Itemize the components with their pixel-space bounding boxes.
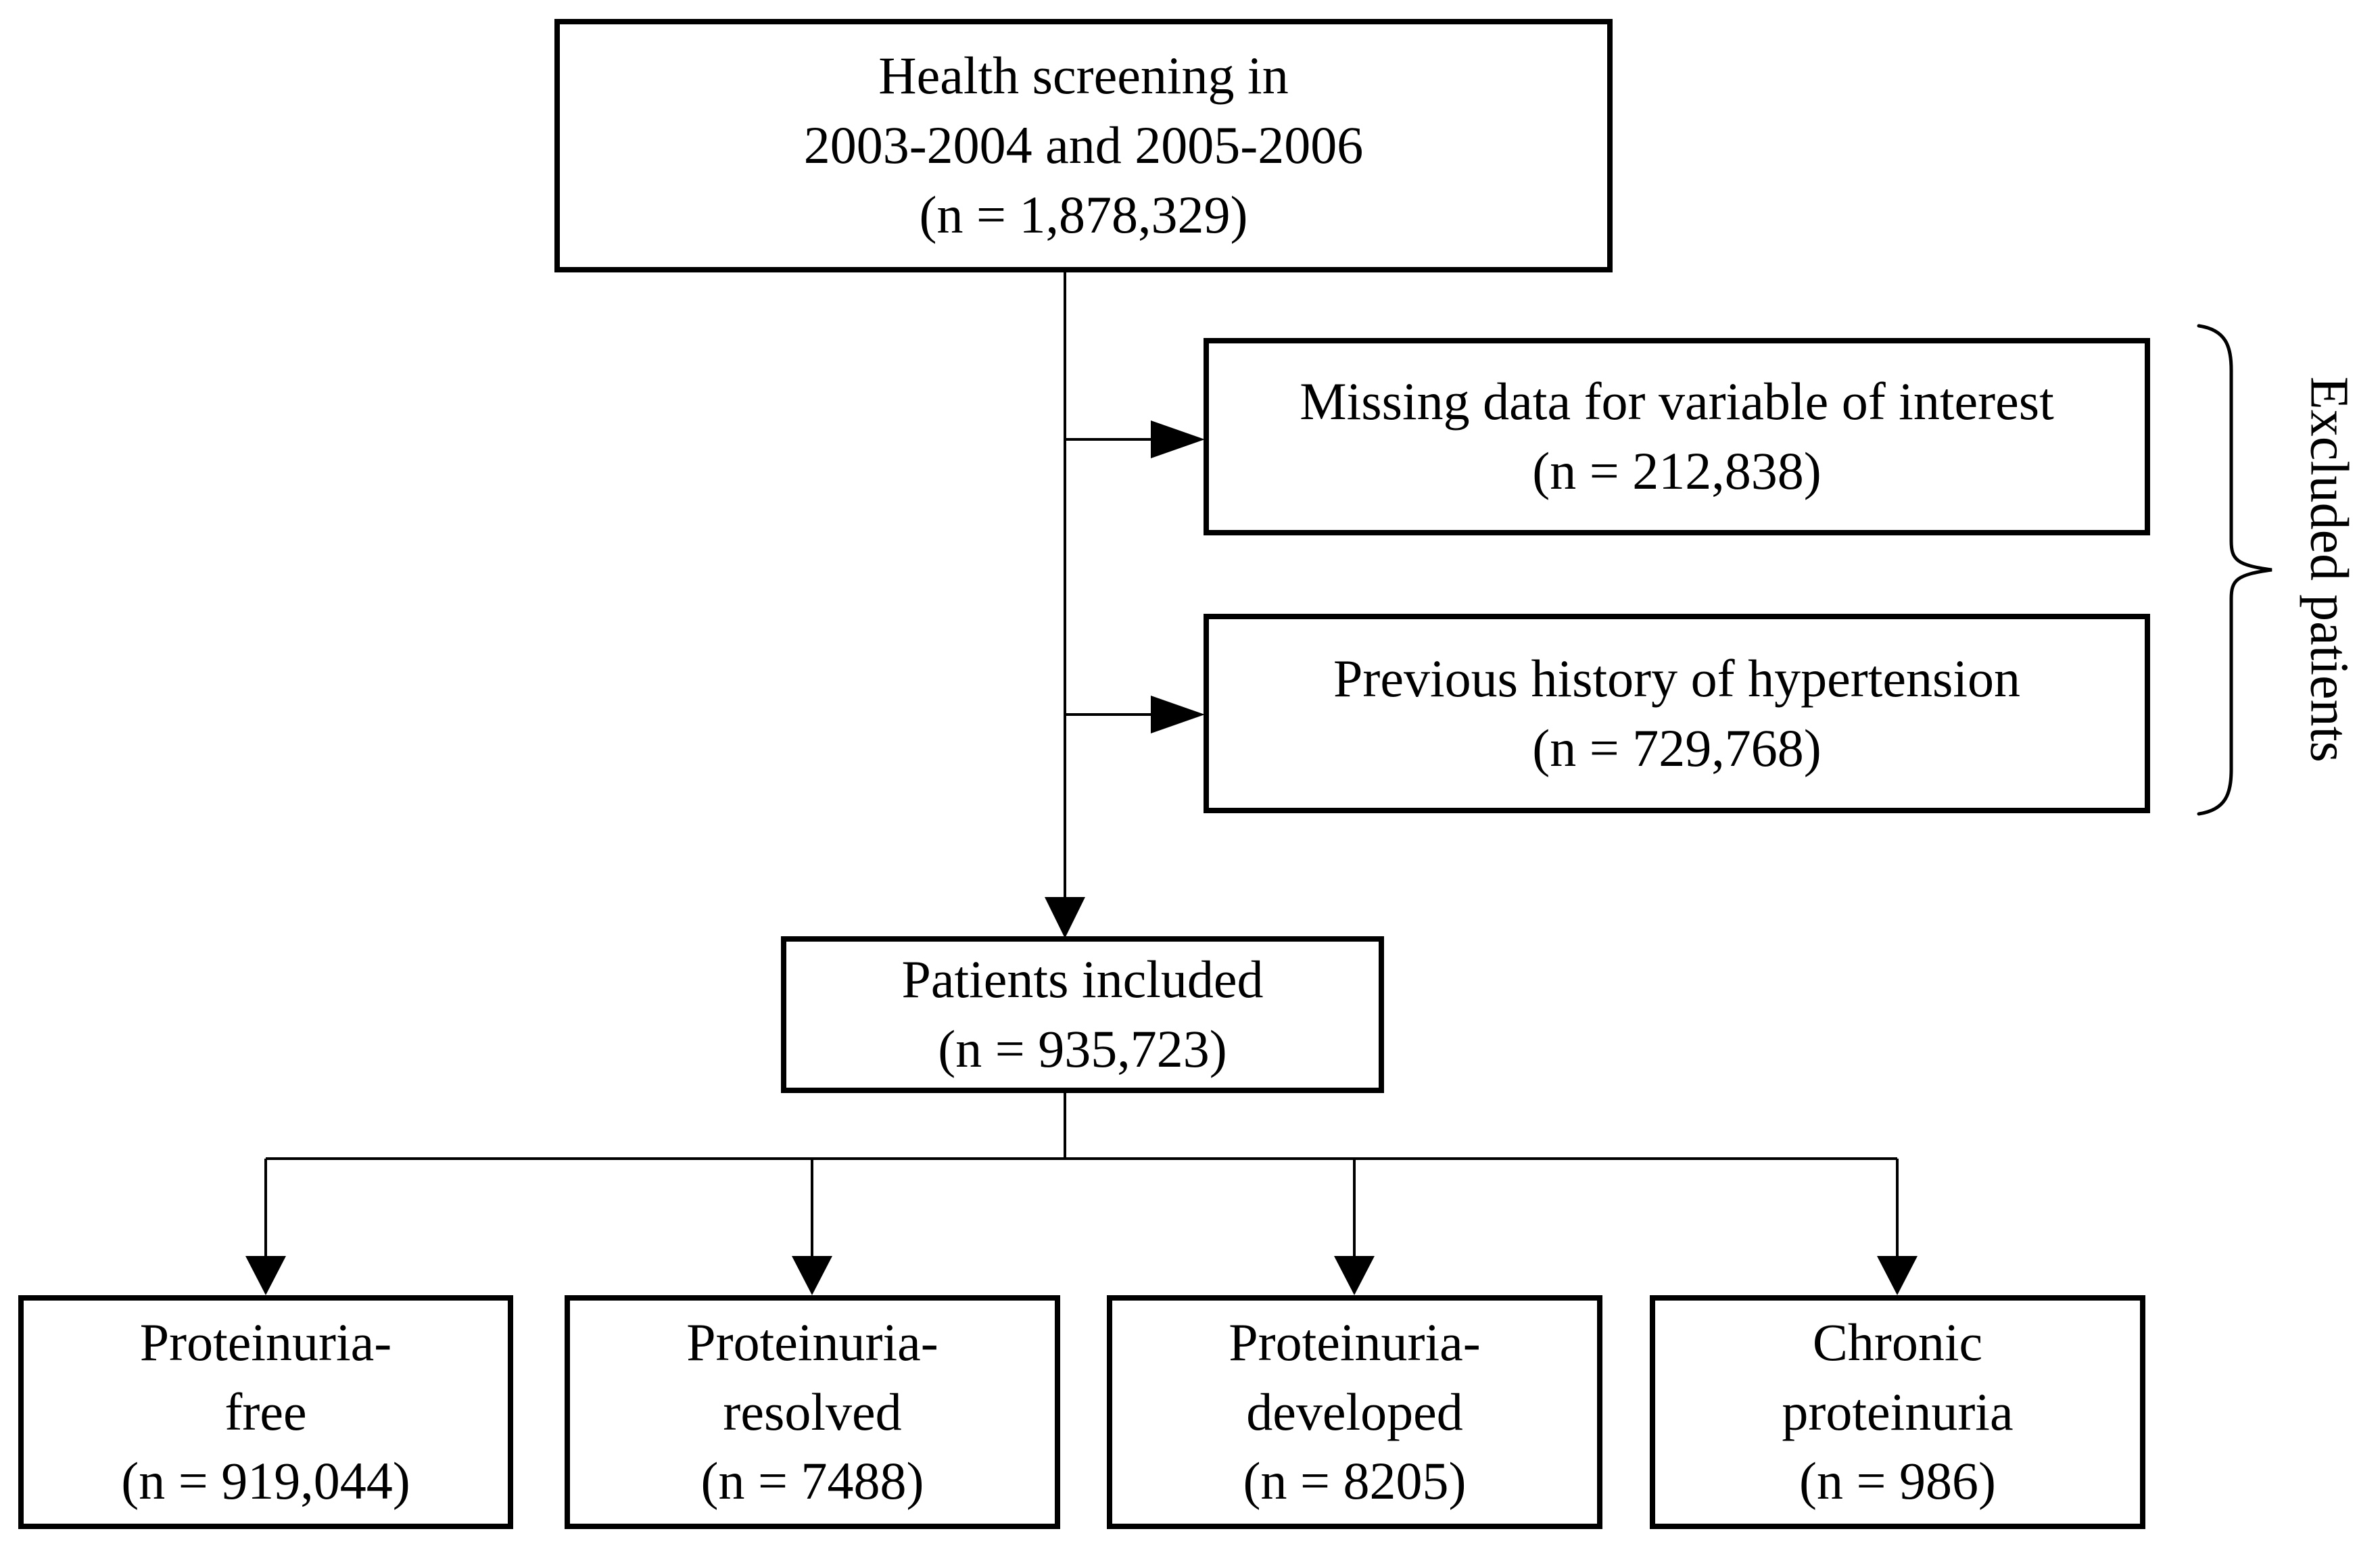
node-chronic-proteinuria-count: (n = 986): [1799, 1451, 1996, 1511]
node-proteinuria-free-line: free: [224, 1382, 307, 1441]
node-missing-data-line: Missing data for variable of interest: [1300, 372, 2054, 431]
node-proteinuria-resolved-line: Proteinuria-: [686, 1312, 938, 1372]
node-health-screening: Health screening in 2003-2004 and 2005-2…: [554, 19, 1613, 272]
arrowhead-right-missing-icon: [1151, 420, 1205, 458]
curly-brace-icon: [2197, 324, 2272, 816]
node-hypertension-history: Previous history of hypertension (n = 72…: [1204, 614, 2150, 813]
node-hypertension-history-count: (n = 729,768): [1532, 718, 1822, 777]
arrowhead-down-resolved-icon: [792, 1256, 832, 1295]
node-chronic-proteinuria-line: proteinuria: [1782, 1382, 2014, 1441]
node-missing-data-count: (n = 212,838): [1532, 441, 1822, 500]
node-proteinuria-resolved: Proteinuria- resolved (n = 7488): [565, 1295, 1060, 1529]
node-proteinuria-resolved-line: resolved: [723, 1382, 902, 1441]
node-hypertension-history-line: Previous history of hypertension: [1333, 648, 2021, 708]
node-patients-included: Patients included (n = 935,723): [781, 936, 1384, 1093]
node-proteinuria-free: Proteinuria- free (n = 919,044): [18, 1295, 513, 1529]
node-patients-included-line: Patients included: [901, 950, 1264, 1009]
arrowhead-down-chronic-icon: [1877, 1256, 1918, 1295]
arrowhead-down-free-icon: [245, 1256, 286, 1295]
node-proteinuria-developed: Proteinuria- developed (n = 8205): [1107, 1295, 1602, 1529]
arrowhead-down-included-icon: [1045, 897, 1085, 938]
node-proteinuria-free-line: Proteinuria-: [139, 1312, 392, 1372]
node-chronic-proteinuria: Chronic proteinuria (n = 986): [1650, 1295, 2145, 1529]
node-proteinuria-developed-count: (n = 8205): [1243, 1451, 1467, 1511]
arrowhead-down-developed-icon: [1334, 1256, 1375, 1295]
node-patients-included-count: (n = 935,723): [938, 1019, 1227, 1078]
node-health-screening-count: (n = 1,878,329): [919, 185, 1248, 244]
node-chronic-proteinuria-line: Chronic: [1812, 1312, 1983, 1372]
node-health-screening-line: Health screening in: [878, 46, 1289, 105]
node-proteinuria-resolved-count: (n = 7488): [700, 1451, 924, 1511]
node-missing-data: Missing data for variable of interest (n…: [1204, 338, 2150, 535]
arrowhead-right-hypertension-icon: [1151, 696, 1205, 733]
node-health-screening-line: 2003-2004 and 2005-2006: [803, 116, 1364, 175]
excluded-patients-label: Excluded patients: [2299, 376, 2359, 763]
node-proteinuria-developed-line: Proteinuria-: [1229, 1312, 1481, 1372]
node-proteinuria-developed-line: developed: [1246, 1382, 1463, 1441]
node-proteinuria-free-count: (n = 919,044): [121, 1451, 410, 1511]
